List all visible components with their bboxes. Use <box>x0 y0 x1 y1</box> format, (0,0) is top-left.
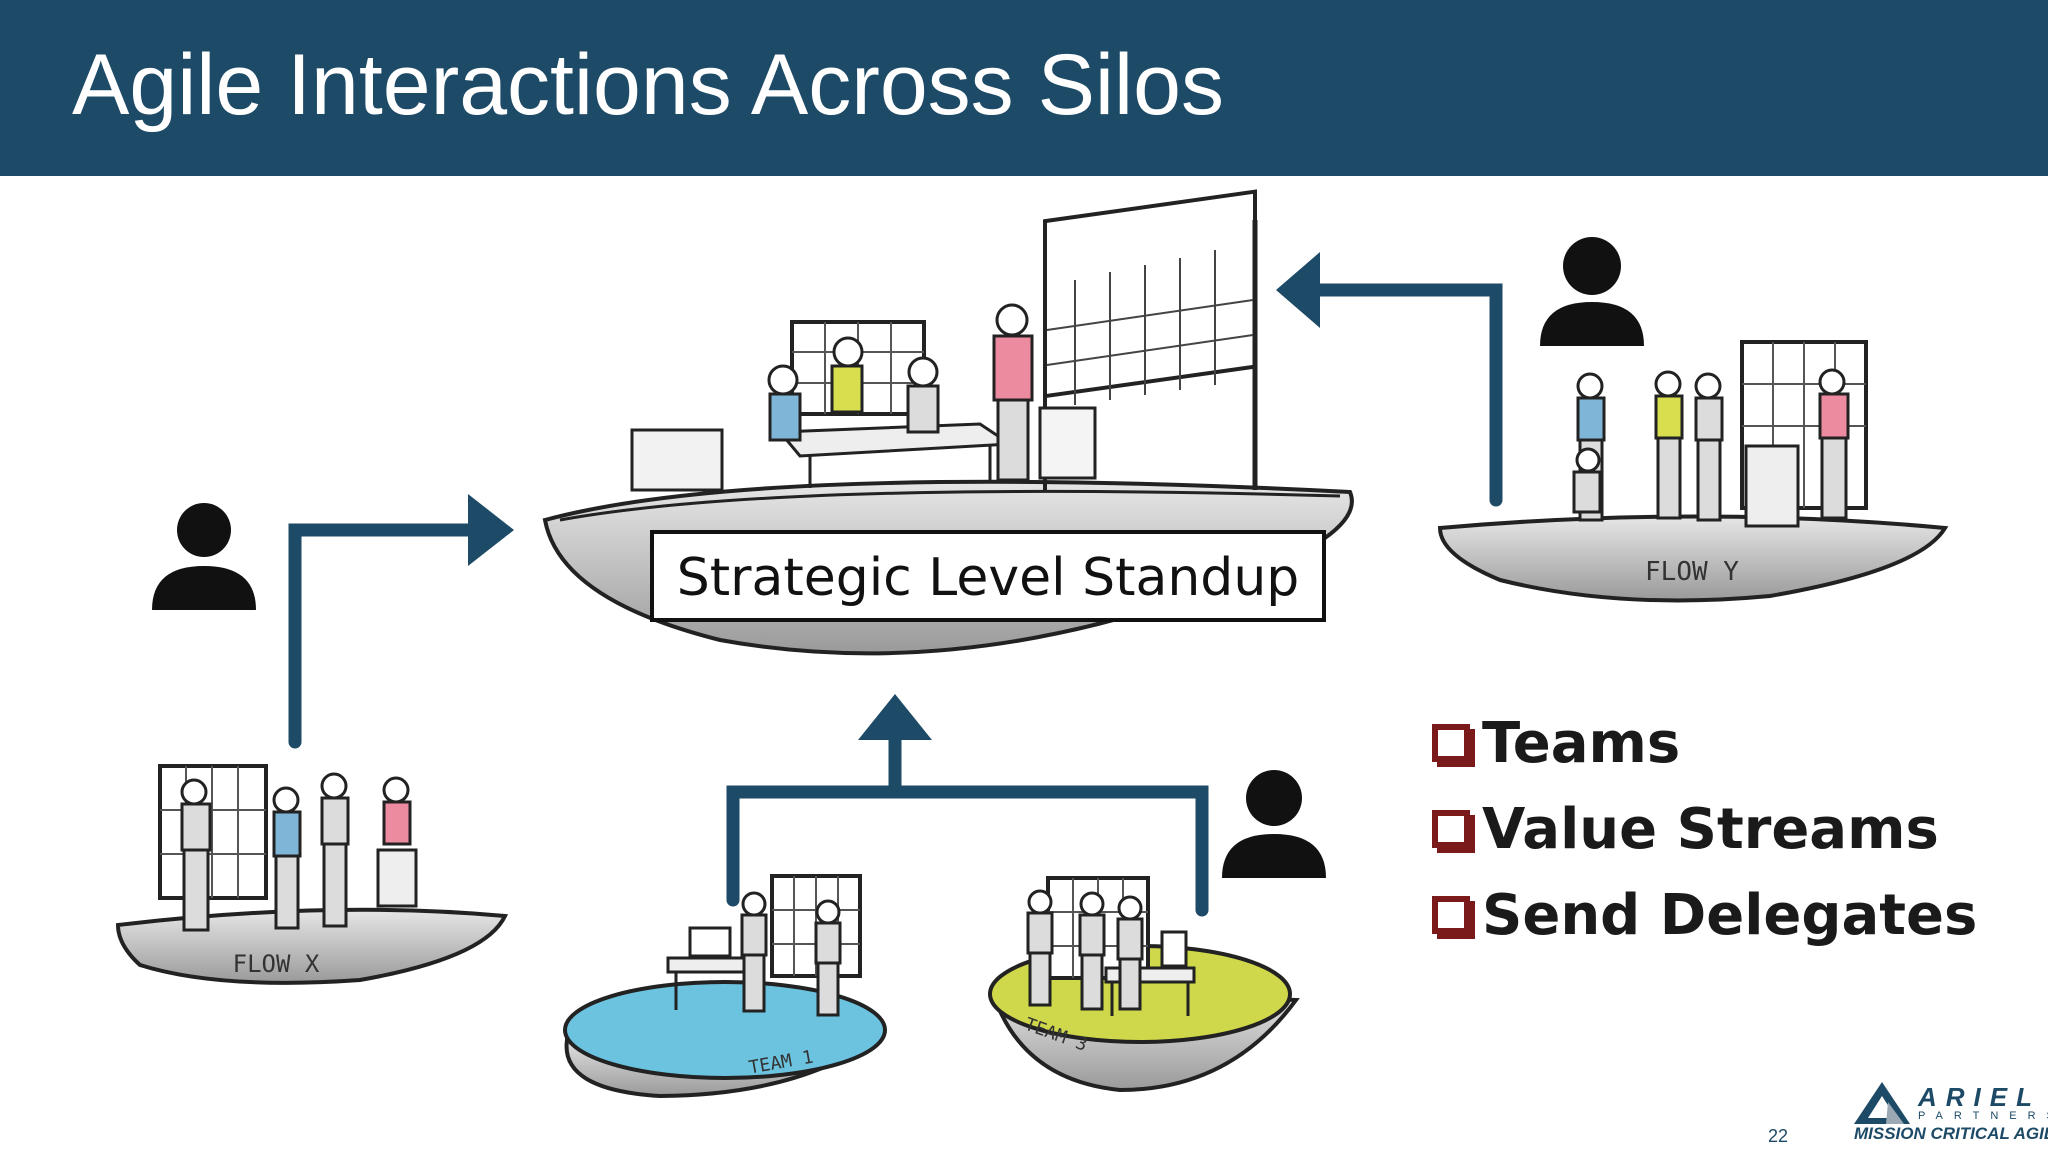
logo-triangle-icon <box>1854 1082 1910 1124</box>
checkbox-icon <box>1432 810 1470 848</box>
key-points-list: Teams Value Streams Send Delegates <box>1432 700 1977 958</box>
logo-wordmark: ARIEL <box>1918 1082 2041 1112</box>
logo-subtitle: PARTNERS <box>1918 1110 2048 1122</box>
checkbox-icon <box>1432 896 1470 934</box>
bullet-value-streams: Value Streams <box>1432 786 1977 872</box>
teams-arrowhead <box>858 694 932 740</box>
checkbox-icon <box>1432 724 1470 762</box>
teams-connector <box>726 785 1209 917</box>
bullet-text: Send Delegates <box>1482 882 1978 948</box>
bullet-teams: Teams <box>1432 700 1977 786</box>
person-icon-team <box>1222 770 1326 878</box>
person-icon-left <box>152 503 256 610</box>
flow-y-arrowhead <box>1276 252 1320 328</box>
flow-x-arrow <box>288 523 485 749</box>
flow-y-label: FLOW Y <box>1645 557 1739 587</box>
bullet-text: Value Streams <box>1482 796 1939 862</box>
flow-x-arrowhead <box>468 494 514 566</box>
slide-number: 22 <box>1768 1126 1789 1146</box>
team-1-island: TEAM 1 <box>563 874 887 1099</box>
bullet-send-delegates: Send Delegates <box>1432 872 1977 958</box>
person-icon-top-right <box>1540 237 1644 346</box>
center-label: Strategic Level Standup <box>677 548 1300 608</box>
strategic-standup-island: Strategic Level Standup <box>542 189 1354 656</box>
flow-x-label: FLOW X <box>233 950 320 978</box>
ariel-partners-logo: ARIEL PARTNERS MISSION CRITICAL AGILE <box>1852 1080 2048 1146</box>
team-3-island: TEAM 3 <box>988 876 1300 1093</box>
flow-x-island: FLOW X <box>115 764 509 985</box>
flow-y-arrow <box>1311 283 1503 507</box>
logo-tagline: MISSION CRITICAL AGILE <box>1854 1124 2048 1143</box>
flow-y-island: FLOW Y <box>1437 340 1949 603</box>
bullet-text: Teams <box>1482 710 1681 776</box>
slide-title: Agile Interactions Across Silos <box>72 37 1224 133</box>
title-bar: Agile Interactions Across Silos <box>0 0 2048 176</box>
